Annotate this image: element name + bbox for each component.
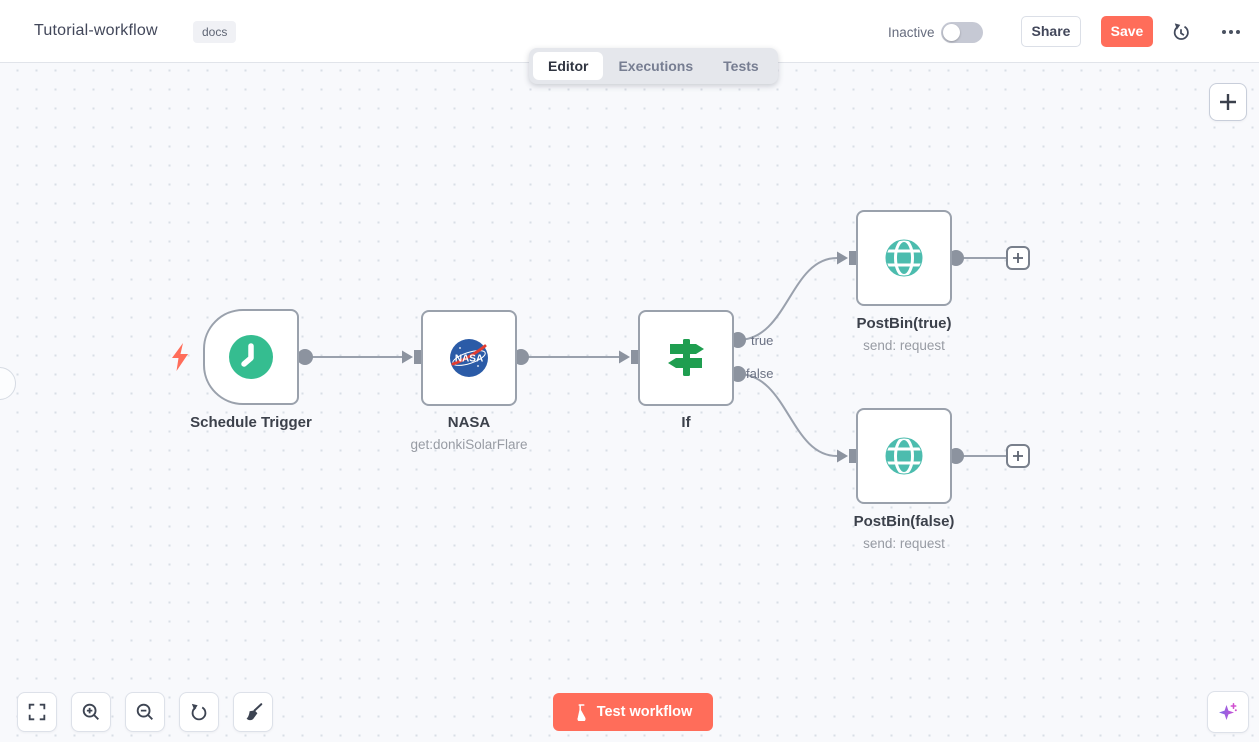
active-toggle[interactable] bbox=[941, 22, 983, 43]
fit-view-icon bbox=[28, 703, 46, 721]
zoom-out-button[interactable] bbox=[125, 692, 165, 732]
input-arrow bbox=[619, 350, 630, 364]
ai-assistant-button[interactable] bbox=[1207, 691, 1249, 733]
save-button[interactable]: Save bbox=[1101, 16, 1153, 47]
node-schedule-trigger[interactable] bbox=[203, 309, 299, 405]
history-icon bbox=[1173, 23, 1189, 40]
output-port-if-false[interactable] bbox=[730, 366, 746, 382]
node-if[interactable] bbox=[638, 310, 734, 406]
output-port-schedule[interactable] bbox=[297, 349, 313, 365]
toggle-knob bbox=[943, 24, 960, 41]
edge-label-false: false bbox=[746, 366, 774, 381]
output-port-postbin-true[interactable] bbox=[948, 250, 964, 266]
view-tabs: Editor Executions Tests bbox=[529, 48, 778, 84]
node-postbin-true[interactable] bbox=[856, 210, 952, 306]
globe-icon bbox=[885, 437, 923, 475]
tab-executions[interactable]: Executions bbox=[618, 58, 694, 74]
broom-icon bbox=[246, 703, 263, 721]
output-port-postbin-false[interactable] bbox=[948, 448, 964, 464]
input-port-nasa[interactable] bbox=[414, 350, 421, 364]
input-arrow bbox=[837, 251, 848, 265]
test-workflow-label: Test workflow bbox=[596, 704, 693, 720]
input-port-postbin-false[interactable] bbox=[849, 449, 856, 463]
svg-text:NASA: NASA bbox=[455, 354, 483, 365]
flask-icon bbox=[577, 703, 586, 721]
test-workflow-button[interactable]: Test workflow bbox=[553, 693, 713, 731]
node-nasa[interactable]: NASA bbox=[421, 310, 517, 406]
reset-zoom-button[interactable] bbox=[179, 692, 219, 732]
input-arrow bbox=[837, 449, 848, 463]
tab-tests[interactable]: Tests bbox=[723, 58, 759, 74]
more-options-button[interactable] bbox=[1218, 19, 1244, 45]
zoom-in-icon bbox=[82, 703, 99, 720]
workflow-tag-docs[interactable]: docs bbox=[193, 21, 237, 43]
input-port-if[interactable] bbox=[631, 350, 638, 364]
zoom-out-icon bbox=[136, 703, 153, 720]
clock-icon bbox=[229, 335, 273, 379]
add-node-endpoint-false[interactable] bbox=[1006, 444, 1030, 468]
input-arrow bbox=[402, 350, 413, 364]
globe-icon bbox=[885, 239, 923, 277]
tidy-up-button[interactable] bbox=[233, 692, 273, 732]
share-button[interactable]: Share bbox=[1021, 16, 1081, 47]
add-node-endpoint-true[interactable] bbox=[1006, 246, 1030, 270]
signpost-icon bbox=[668, 339, 704, 376]
sparkles-icon bbox=[1219, 703, 1237, 720]
zoom-in-button[interactable] bbox=[71, 692, 111, 732]
output-port-nasa[interactable] bbox=[513, 349, 529, 365]
fit-view-button[interactable] bbox=[17, 692, 57, 732]
output-port-if-true[interactable] bbox=[730, 332, 746, 348]
ellipsis-icon bbox=[1222, 30, 1226, 34]
connection-if-false-postbin[interactable] bbox=[737, 373, 838, 457]
undo-icon bbox=[191, 703, 207, 721]
connection-if-true-postbin[interactable] bbox=[737, 257, 838, 341]
node-postbin-false[interactable] bbox=[856, 408, 952, 504]
edge-label-true: true bbox=[751, 333, 774, 348]
add-node-button[interactable] bbox=[1209, 83, 1247, 121]
history-button[interactable] bbox=[1168, 19, 1194, 45]
workflow-status-label: Inactive bbox=[888, 25, 935, 40]
plus-icon bbox=[1220, 94, 1236, 110]
trigger-bolt-icon bbox=[172, 343, 188, 371]
nasa-logo-icon: NASA bbox=[450, 339, 488, 377]
tab-editor[interactable]: Editor bbox=[533, 52, 604, 80]
input-port-postbin-true[interactable] bbox=[849, 251, 856, 265]
workflow-title[interactable]: Tutorial-workflow bbox=[34, 22, 158, 39]
